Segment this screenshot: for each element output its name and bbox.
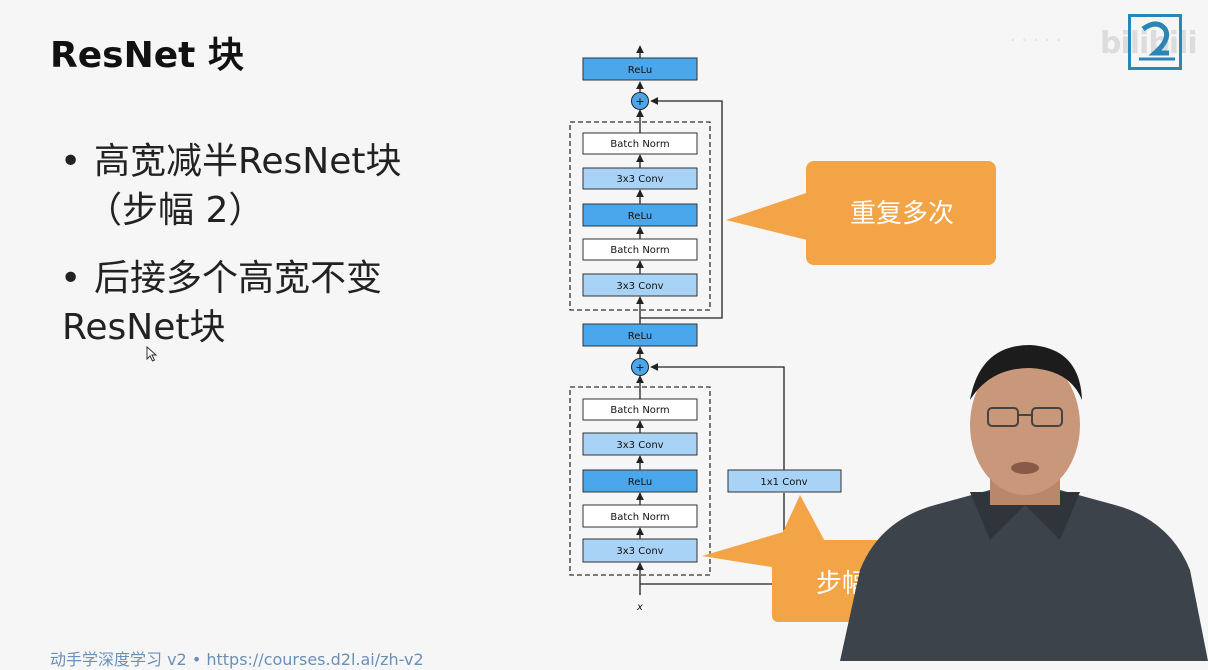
svg-text:3x3 Conv: 3x3 Conv	[616, 174, 663, 185]
bullet-item: • 后接多个高宽不变 ResNet块	[60, 255, 460, 352]
svg-text:Batch Norm: Batch Norm	[610, 245, 669, 256]
svg-text:+: +	[635, 95, 644, 108]
bullet-line: ResNet块	[62, 306, 226, 348]
upper-conv-2: 3x3 Conv	[582, 273, 698, 297]
upper-batch-norm-1: Batch Norm	[582, 132, 698, 155]
channel-logo: bilibili	[1100, 14, 1198, 74]
shortcut-conv-1x1: 1x1 Conv	[727, 469, 842, 493]
slide-title: ResNet 块	[50, 35, 244, 76]
svg-text:1x1 Conv: 1x1 Conv	[760, 477, 807, 488]
svg-text:重复多次: 重复多次	[850, 199, 954, 229]
svg-text:ReLu: ReLu	[628, 65, 652, 76]
callout-repeat: 重复多次	[726, 161, 996, 265]
upper-conv-1: 3x3 Conv	[582, 167, 698, 190]
bullet-list: • 高宽减半ResNet块 （步幅 2） • 后接多个高宽不变 ResNet块	[60, 138, 460, 372]
svg-text:ReLu: ReLu	[628, 211, 652, 222]
svg-text:3x3 Conv: 3x3 Conv	[616, 546, 663, 557]
presenter-video	[840, 345, 1208, 661]
svg-text:Batch Norm: Batch Norm	[610, 512, 669, 523]
svg-text:+: +	[635, 361, 644, 374]
lower-conv-2: 3x3 Conv	[582, 538, 698, 563]
svg-text:Batch Norm: Batch Norm	[610, 405, 669, 416]
mouse-cursor-icon	[146, 346, 158, 362]
lower-relu: ReLu	[582, 469, 698, 493]
bullet-dot: •	[60, 258, 82, 300]
bullet-line: 高宽减半ResNet块	[94, 141, 402, 182]
bullet-dot: •	[60, 141, 82, 182]
bullet-line: 后接多个高宽不变	[94, 258, 383, 300]
upper-dashed-box	[569, 121, 711, 311]
svg-text:ReLu: ReLu	[628, 331, 652, 342]
input-label: x	[636, 602, 643, 613]
upper-batch-norm-2: Batch Norm	[582, 238, 698, 261]
upper-add-node: +	[631, 92, 649, 110]
upper-top-relu-layer: ReLu	[582, 57, 698, 81]
lower-conv-1: 3x3 Conv	[582, 432, 698, 456]
watermark-dots: · · · · ·	[1010, 30, 1062, 51]
svg-text:Batch Norm: Batch Norm	[610, 139, 669, 150]
lower-batch-norm-1: Batch Norm	[582, 398, 698, 421]
lower-top-relu-layer: ReLu	[582, 323, 698, 347]
svg-text:3x3 Conv: 3x3 Conv	[616, 440, 663, 451]
lower-batch-norm-2: Batch Norm	[582, 504, 698, 528]
lower-add-node: +	[631, 358, 649, 376]
svg-text:ReLu: ReLu	[628, 477, 652, 488]
d2l-logo-icon	[1128, 14, 1182, 70]
lower-dashed-box	[569, 386, 711, 576]
upper-relu: ReLu	[582, 203, 698, 227]
svg-text:3x3 Conv: 3x3 Conv	[616, 281, 663, 292]
connectors	[636, 45, 785, 595]
bullet-item: • 高宽减半ResNet块 （步幅 2）	[60, 138, 460, 235]
bullet-line: （步幅 2）	[86, 189, 265, 231]
